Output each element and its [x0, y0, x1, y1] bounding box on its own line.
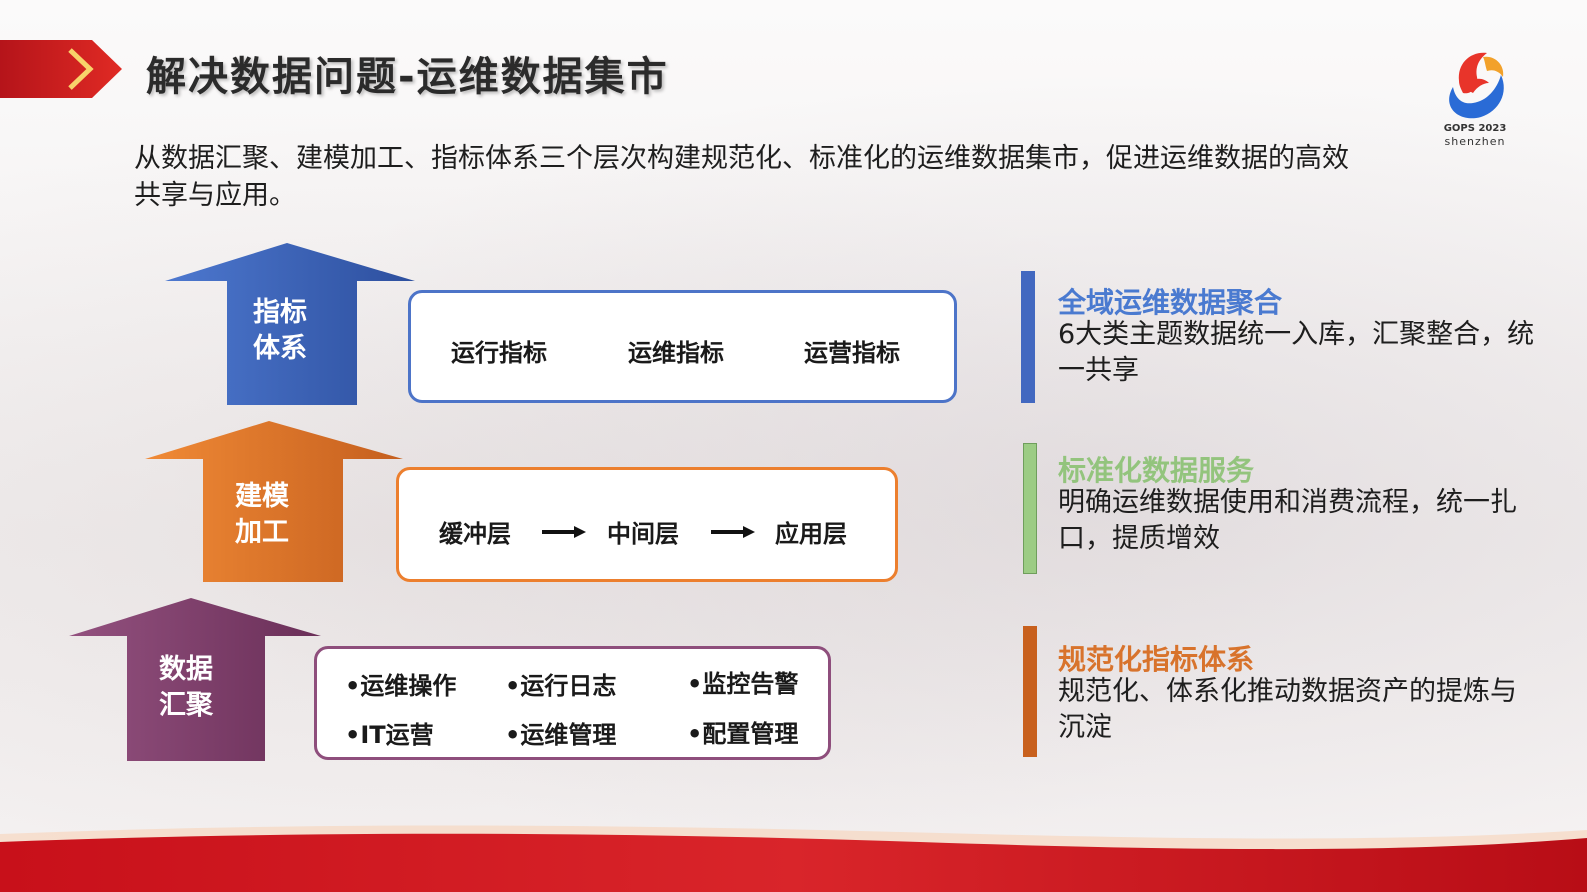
up-arrow-orange-icon — [145, 421, 403, 582]
modeling-box: 缓冲层 中间层 应用层 — [396, 467, 898, 582]
aggregation-item-3: •监控告警 — [687, 670, 799, 698]
side-title-2: 标准化数据服务 — [1058, 454, 1255, 487]
logo-event-text: GOPS 2023 — [1443, 123, 1507, 134]
aggregation-item-1: •运维操作 — [345, 672, 457, 700]
aggregation-item-5: •运维管理 — [505, 721, 617, 749]
page-title: 解决数据问题-运维数据集市 — [146, 54, 669, 100]
indicator-item-1: 运行指标 — [451, 339, 547, 367]
side-bar-3 — [1023, 626, 1037, 757]
aggregation-item-6: •配置管理 — [687, 720, 799, 748]
bottom-wave-band — [0, 825, 1587, 892]
indicator-arrow: 指标 体系 — [165, 243, 415, 405]
gops-flame-logo-icon — [1449, 52, 1504, 119]
up-arrow-purple-icon — [69, 598, 321, 761]
indicator-item-2: 运维指标 — [628, 339, 724, 367]
aggregation-label: 数据 汇聚 — [159, 654, 213, 721]
indicator-label: 指标 体系 — [253, 297, 307, 364]
side-desc-1: 6大类主题数据统一入库，汇聚整合，统一共享 — [1058, 319, 1535, 386]
logo: GOPS 2023 shenzhen — [1432, 45, 1518, 155]
aggregation-arrow: 数据 汇聚 — [69, 598, 321, 761]
indicator-item-3: 运营指标 — [804, 339, 900, 367]
arrow-right-icon — [542, 526, 586, 538]
modeling-arrow: 建模 加工 — [145, 421, 403, 582]
modeling-item-2: 中间层 — [607, 520, 679, 548]
logo-city-text: shenzhen — [1444, 135, 1506, 148]
aggregation-item-2: •运行日志 — [505, 672, 617, 700]
side-title-3: 规范化指标体系 — [1058, 643, 1255, 676]
aggregation-box: •运维操作 •运行日志 •监控告警 •IT运营 •运维管理 •配置管理 — [314, 646, 831, 760]
modeling-item-3: 应用层 — [775, 520, 847, 548]
aggregation-item-4: •IT运营 — [345, 721, 434, 749]
arrow-right-icon — [711, 526, 755, 538]
modeling-label: 建模 加工 — [235, 481, 289, 548]
title-chevron-icon — [0, 40, 122, 98]
intro-text: 从数据汇聚、建模加工、指标体系三个层次构建规范化、标准化的运维数据集市，促进运维… — [134, 143, 1349, 211]
side-title-1: 全域运维数据聚合 — [1058, 286, 1283, 319]
side-desc-3: 规范化、体系化推动数据资产的提炼与沉淀 — [1058, 676, 1517, 743]
side-bar-2 — [1023, 443, 1037, 574]
indicator-box: 运行指标 运维指标 运营指标 — [408, 290, 957, 403]
side-bar-1 — [1021, 271, 1035, 403]
side-desc-2: 明确运维数据使用和消费流程，统一扎口，提质增效 — [1058, 487, 1517, 554]
modeling-item-1: 缓冲层 — [439, 520, 511, 548]
up-arrow-blue-icon — [165, 243, 415, 405]
